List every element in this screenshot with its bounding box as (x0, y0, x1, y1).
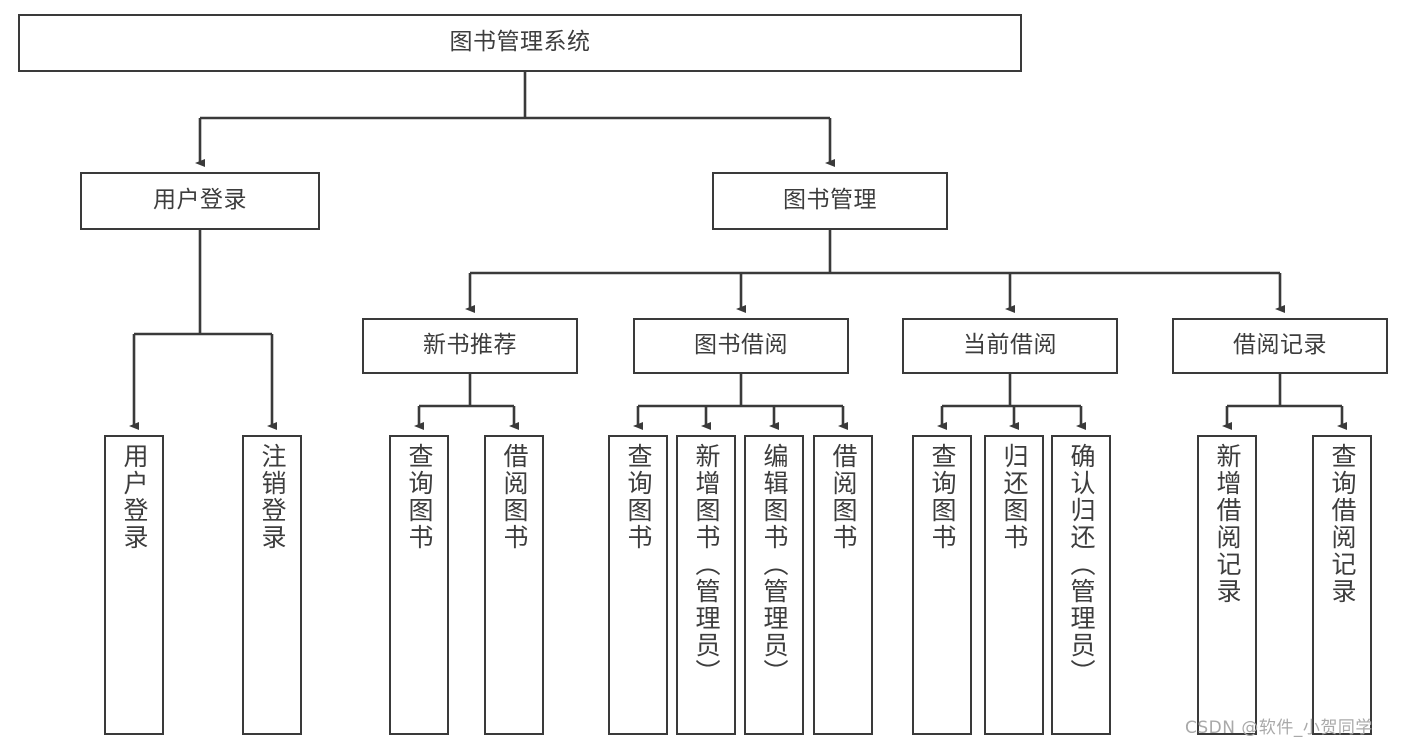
node-borrow-record-label: 借阅记录 (1233, 332, 1327, 359)
node-leaf-add-book-label: 新增图书（管理员） (692, 443, 721, 686)
node-leaf-return-book[interactable]: 归还图书 (984, 435, 1044, 735)
node-new-book-rec-label: 新书推荐 (423, 332, 517, 359)
node-leaf-edit-book-label: 编辑图书（管理员） (760, 443, 789, 686)
node-leaf-user-logout-label: 注销登录 (258, 443, 287, 551)
node-leaf-add-record-label: 新增借阅记录 (1213, 443, 1242, 605)
node-leaf-borrow-book-2[interactable]: 借阅图书 (813, 435, 873, 735)
node-leaf-add-record[interactable]: 新增借阅记录 (1197, 435, 1257, 735)
node-book-borrow[interactable]: 图书借阅 (633, 318, 849, 374)
node-leaf-add-book[interactable]: 新增图书（管理员） (676, 435, 736, 735)
node-borrow-record[interactable]: 借阅记录 (1172, 318, 1388, 374)
node-leaf-return-book-label: 归还图书 (1000, 443, 1029, 551)
node-user-login[interactable]: 用户登录 (80, 172, 320, 230)
node-leaf-user-login[interactable]: 用户登录 (104, 435, 164, 735)
node-new-book-rec[interactable]: 新书推荐 (362, 318, 578, 374)
node-current-borrow-label: 当前借阅 (963, 332, 1057, 359)
node-leaf-query-book-2-label: 查询图书 (624, 443, 653, 551)
node-current-borrow[interactable]: 当前借阅 (902, 318, 1118, 374)
watermark-text: CSDN @软件_小贺同学 (1185, 718, 1373, 738)
node-leaf-borrow-book-2-label: 借阅图书 (829, 443, 858, 551)
node-leaf-user-logout[interactable]: 注销登录 (242, 435, 302, 735)
node-root[interactable]: 图书管理系统 (18, 14, 1022, 72)
node-leaf-query-book-3[interactable]: 查询图书 (912, 435, 972, 735)
node-book-borrow-label: 图书借阅 (694, 332, 788, 359)
node-leaf-query-book-1-label: 查询图书 (405, 443, 434, 551)
node-leaf-query-book-3-label: 查询图书 (928, 443, 957, 551)
node-leaf-edit-book[interactable]: 编辑图书（管理员） (744, 435, 804, 735)
node-leaf-user-login-label: 用户登录 (120, 443, 149, 551)
node-leaf-confirm-return[interactable]: 确认归还（管理员） (1051, 435, 1111, 735)
node-leaf-query-record-label: 查询借阅记录 (1328, 443, 1357, 605)
node-leaf-borrow-book-1[interactable]: 借阅图书 (484, 435, 544, 735)
node-leaf-query-book-2[interactable]: 查询图书 (608, 435, 668, 735)
node-leaf-query-record[interactable]: 查询借阅记录 (1312, 435, 1372, 735)
node-leaf-query-book-1[interactable]: 查询图书 (389, 435, 449, 735)
node-user-login-label: 用户登录 (153, 187, 247, 214)
node-book-manage-label: 图书管理 (783, 187, 877, 214)
node-leaf-borrow-book-1-label: 借阅图书 (500, 443, 529, 551)
node-root-label: 图书管理系统 (449, 29, 591, 56)
node-book-manage[interactable]: 图书管理 (712, 172, 948, 230)
node-leaf-confirm-return-label: 确认归还（管理员） (1067, 443, 1096, 686)
